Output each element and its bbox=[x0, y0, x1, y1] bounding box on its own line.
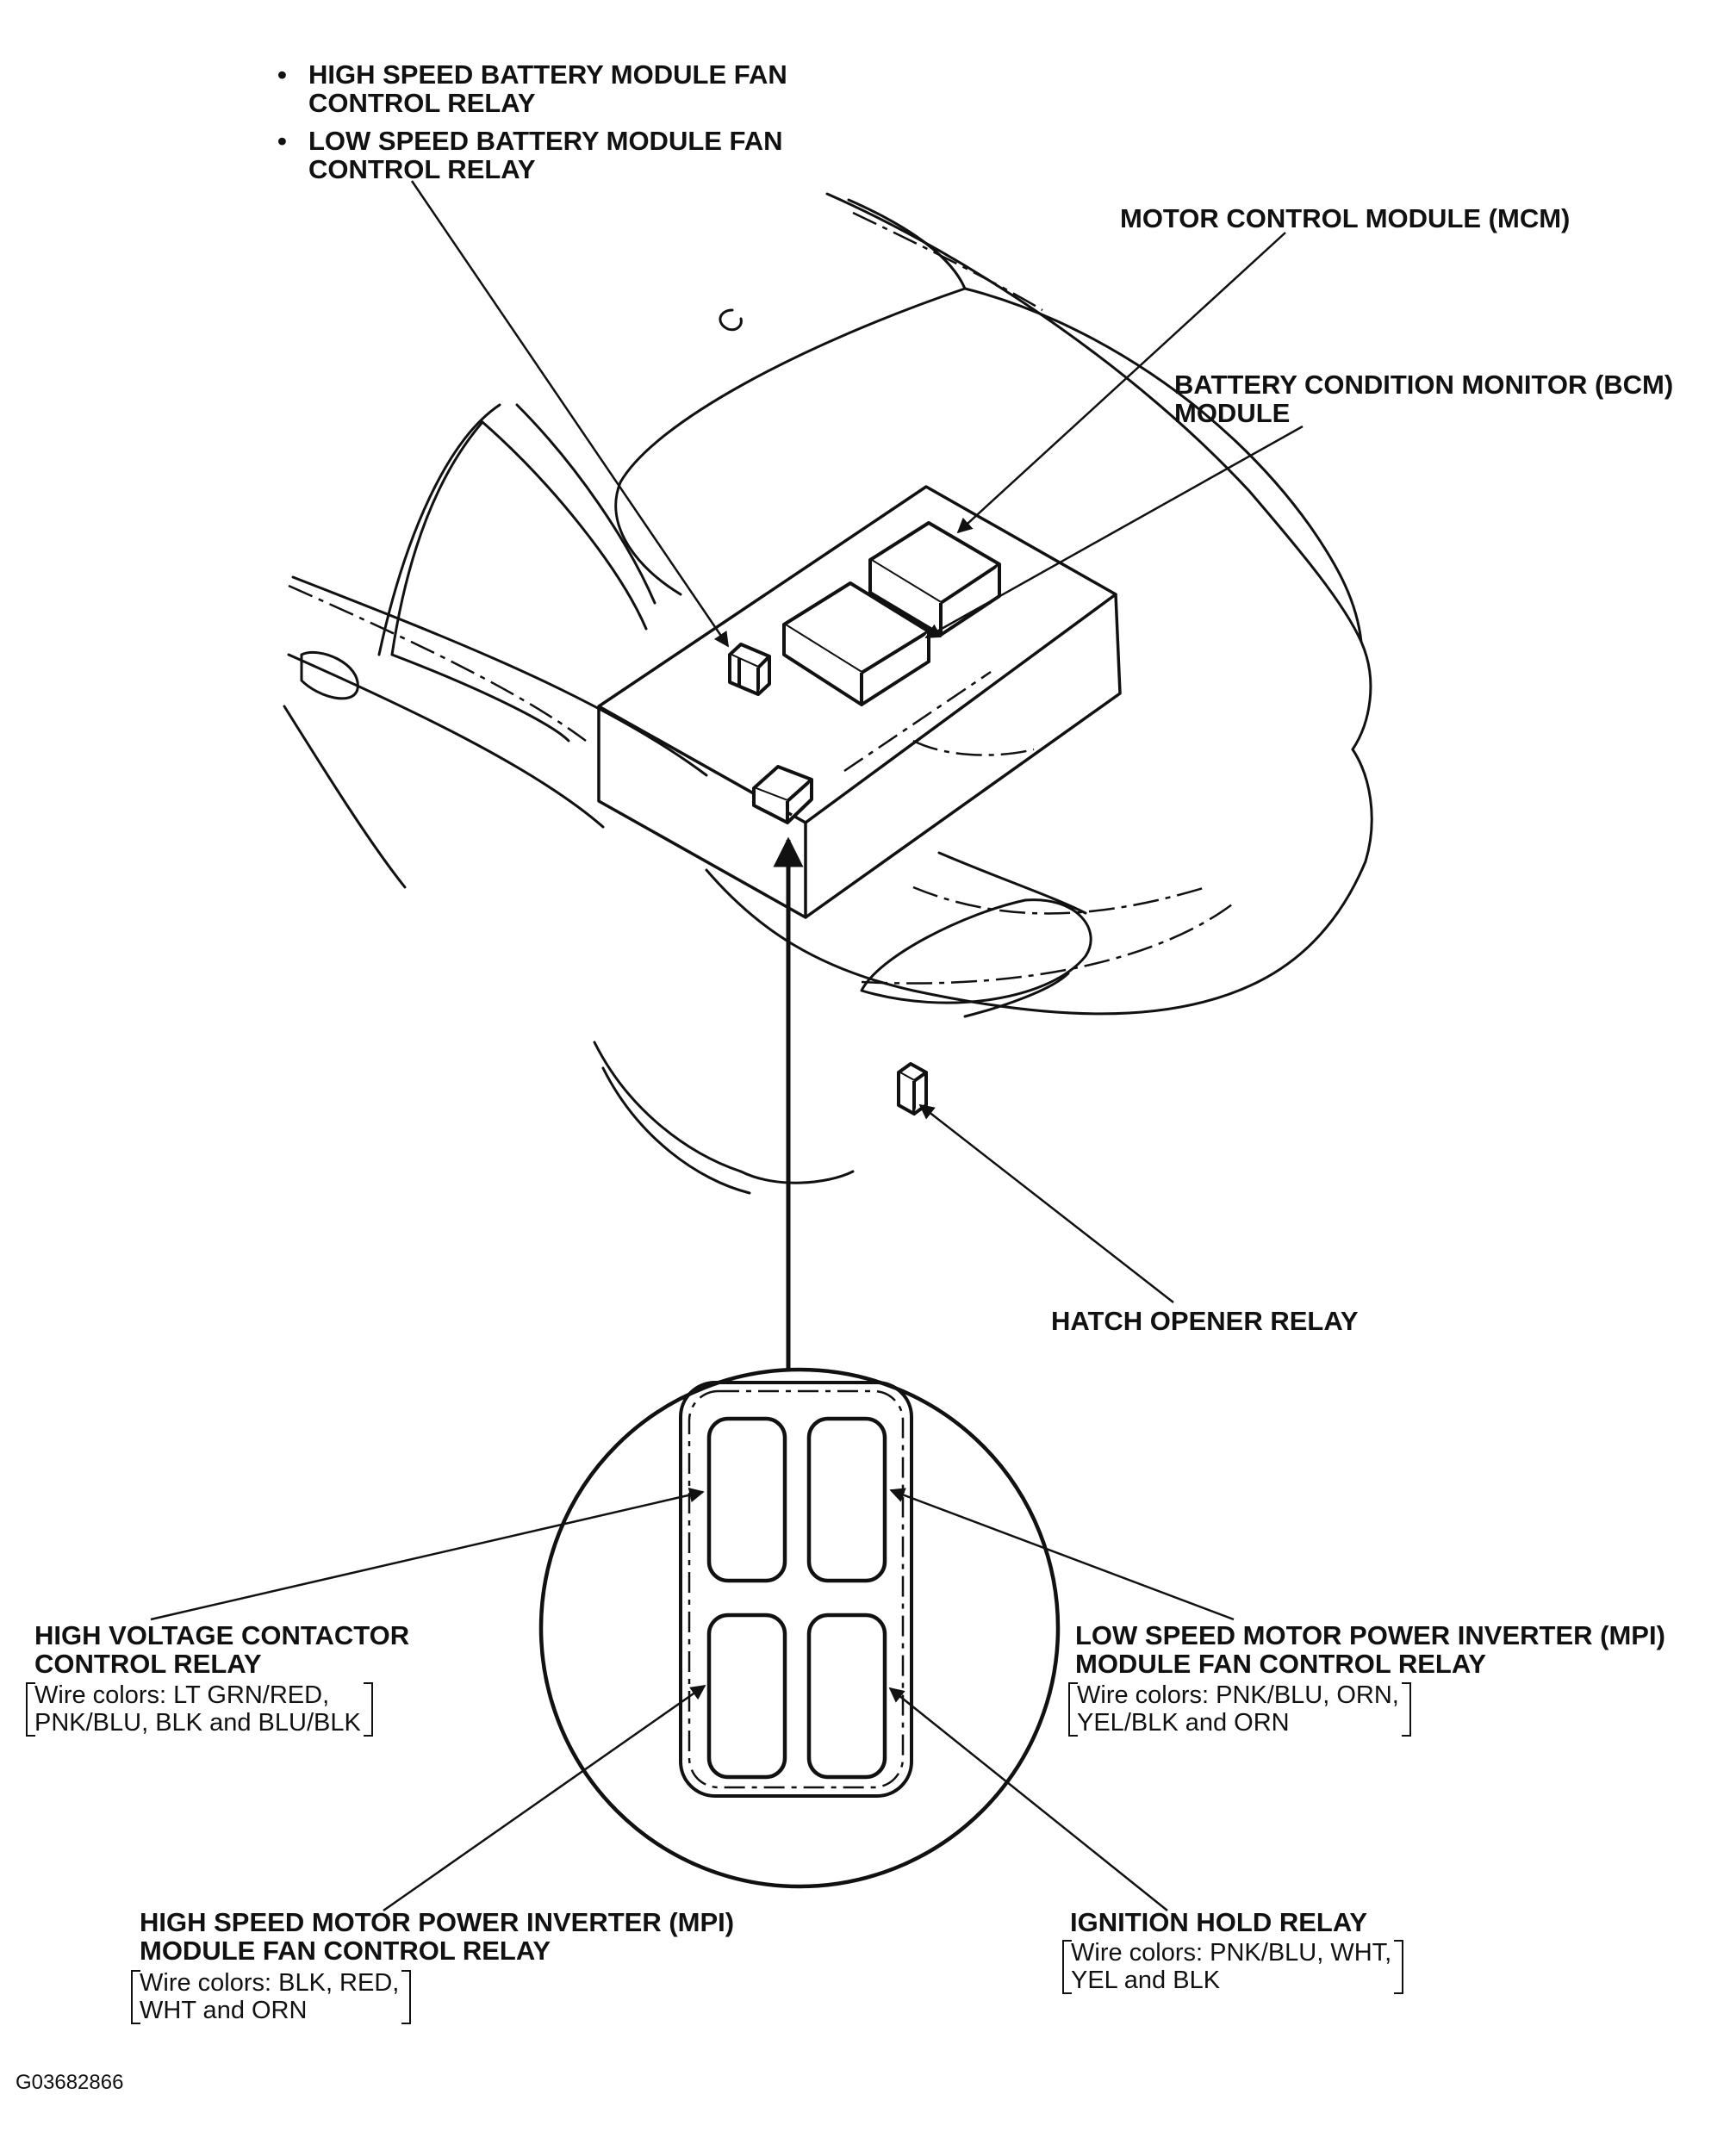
leader-mcm bbox=[956, 232, 1286, 534]
bullet-item: HIGH SPEED BATTERY MODULE FAN CONTROL RE… bbox=[274, 60, 787, 117]
wire-line: Wire colors: LT GRN/RED, bbox=[34, 1681, 330, 1709]
leader-hv-contactor bbox=[150, 1488, 705, 1621]
leader-hs-mpi bbox=[383, 1684, 706, 1912]
label-line: HIGH VOLTAGE CONTACTOR bbox=[34, 1620, 410, 1650]
mcm-block bbox=[868, 521, 1001, 637]
label-line: MODULE bbox=[1174, 398, 1291, 428]
label-ls-mpi-relay: LOW SPEED MOTOR POWER INVERTER (MPI) MOD… bbox=[1075, 1621, 1665, 1678]
wire-colors-hv-contactor: Wire colors: LT GRN/RED, PNK/BLU, BLK an… bbox=[26, 1681, 373, 1738]
label-hv-contactor: HIGH VOLTAGE CONTACTOR CONTROL RELAY bbox=[34, 1621, 409, 1678]
label-line: CONTROL RELAY bbox=[308, 88, 536, 118]
car-dashed-lines bbox=[288, 211, 1233, 985]
leader-ignition bbox=[888, 1687, 1168, 1911]
wire-line: YEL/BLK and ORN bbox=[1077, 1709, 1290, 1737]
label-bcm: BATTERY CONDITION MONITOR (BCM) MODULE bbox=[1174, 370, 1673, 427]
label-ignition-hold-relay: IGNITION HOLD RELAY bbox=[1070, 1907, 1368, 1937]
wire-line: Wire colors: BLK, RED, bbox=[140, 1969, 400, 1997]
wire-line: WHT and ORN bbox=[140, 1997, 308, 2024]
label-line: LOW SPEED MOTOR POWER INVERTER (MPI) bbox=[1075, 1620, 1665, 1650]
label-line: LOW SPEED BATTERY MODULE FAN bbox=[308, 126, 783, 156]
label-mcm: MOTOR CONTROL MODULE (MCM) bbox=[1120, 203, 1571, 233]
label-line: CONTROL RELAY bbox=[308, 154, 536, 184]
battery-box bbox=[597, 485, 1122, 919]
car-body bbox=[283, 192, 1373, 1195]
wire-line: Wire colors: PNK/BLU, WHT, bbox=[1071, 1939, 1392, 1967]
magnifier-circle bbox=[538, 1367, 1061, 1889]
battery-fan-relay bbox=[728, 643, 771, 696]
label-ls-battery-fan-relay: LOW SPEED BATTERY MODULE FAN CONTROL REL… bbox=[274, 127, 783, 183]
label-hs-battery-fan-relay: HIGH SPEED BATTERY MODULE FAN CONTROL RE… bbox=[274, 60, 787, 117]
leader-bcm bbox=[924, 425, 1304, 639]
label-line: CONTROL RELAY bbox=[34, 1649, 262, 1679]
wire-line: Wire colors: PNK/BLU, ORN, bbox=[1077, 1681, 1399, 1709]
wire-colors-hs-mpi: Wire colors: BLK, RED, WHT and ORN bbox=[131, 1968, 412, 2026]
label-line: MODULE FAN CONTROL RELAY bbox=[1075, 1649, 1487, 1679]
label-line: BATTERY CONDITION MONITOR (BCM) bbox=[1174, 370, 1674, 400]
wire-line: YEL and BLK bbox=[1071, 1967, 1221, 1994]
wire-colors-ls-mpi: Wire colors: PNK/BLU, ORN, YEL/BLK and O… bbox=[1068, 1681, 1411, 1738]
leader-hatch bbox=[918, 1103, 1174, 1303]
wire-colors-ignition: Wire colors: PNK/BLU, WHT, YEL and BLK bbox=[1062, 1938, 1404, 1996]
relay-panel bbox=[679, 1381, 913, 1798]
leader-lines bbox=[150, 180, 1304, 1912]
bullet-item: LOW SPEED BATTERY MODULE FAN CONTROL REL… bbox=[274, 127, 783, 183]
relay-box-small bbox=[752, 765, 813, 824]
label-hatch-opener-relay: HATCH OPENER RELAY bbox=[1051, 1306, 1359, 1336]
label-hs-mpi-relay: HIGH SPEED MOTOR POWER INVERTER (MPI) MO… bbox=[140, 1908, 734, 1965]
wire-line: PNK/BLU, BLK and BLU/BLK bbox=[34, 1709, 361, 1737]
leader-battery-fan bbox=[410, 180, 730, 648]
label-line: HIGH SPEED MOTOR POWER INVERTER (MPI) bbox=[140, 1907, 735, 1937]
figure-id: G03682866 bbox=[16, 2071, 124, 2094]
label-line: HIGH SPEED BATTERY MODULE FAN bbox=[308, 59, 787, 90]
label-line: MODULE FAN CONTROL RELAY bbox=[140, 1936, 551, 1966]
box-dashed-line bbox=[843, 670, 992, 773]
leader-ls-mpi bbox=[889, 1488, 1235, 1621]
